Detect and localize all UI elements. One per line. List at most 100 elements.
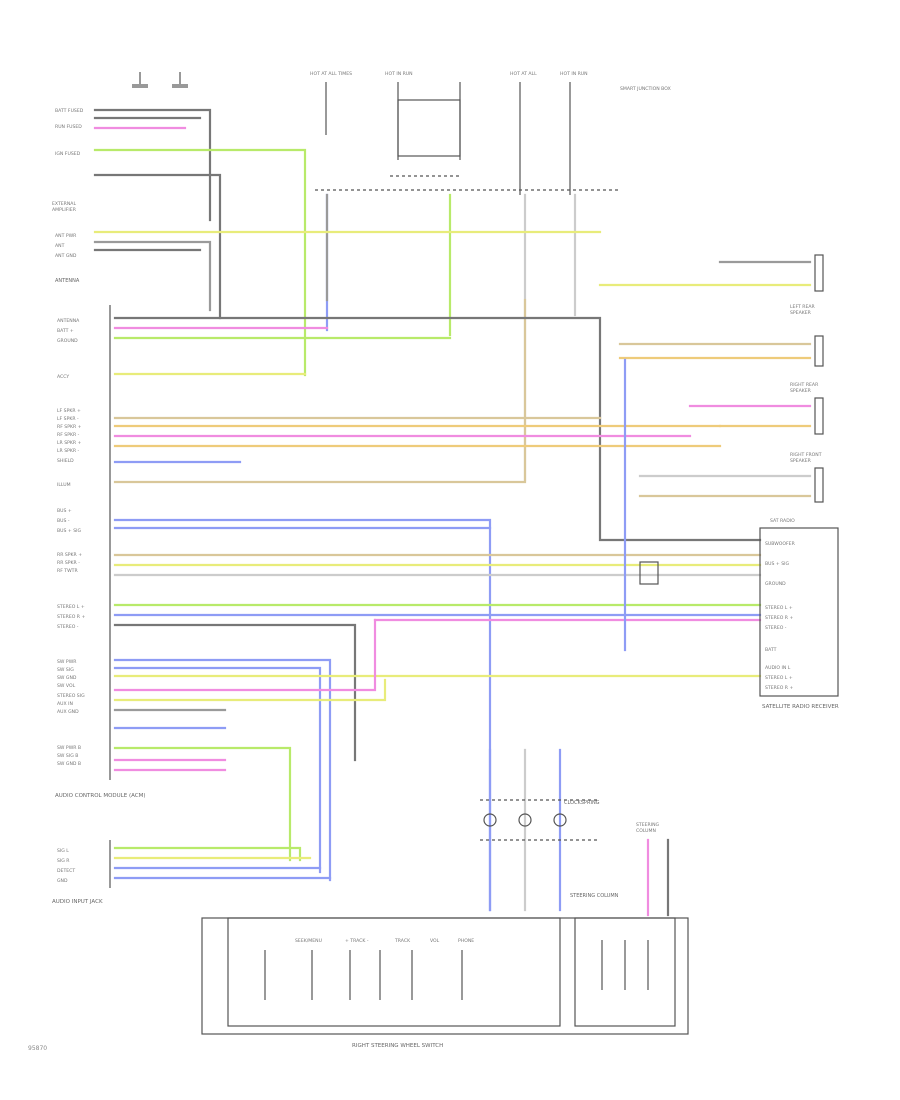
svg-text:STEREO R +: STEREO R + xyxy=(57,614,85,620)
svg-text:ANT PWR: ANT PWR xyxy=(55,233,77,239)
satellite-radio-receiver: SAT RADIO SUBWOOFER BUS + SIG GROUND STE… xyxy=(639,518,839,710)
svg-text:SPEAKER: SPEAKER xyxy=(790,458,812,464)
svg-text:DETECT: DETECT xyxy=(57,868,75,874)
clockspring-section: CLOCKSPRING STEERING COLUMN STEERING COL… xyxy=(480,748,670,917)
clockspring-node-1 xyxy=(483,813,497,827)
svg-text:STEREO L +: STEREO L + xyxy=(765,605,793,611)
speaker-connector-3 xyxy=(814,397,824,435)
svg-text:STEREO -: STEREO - xyxy=(765,625,787,631)
svg-text:LF SPKR -: LF SPKR - xyxy=(57,416,79,422)
svg-text:HOT AT ALL: HOT AT ALL xyxy=(510,71,537,77)
svg-text:HOT IN RUN: HOT IN RUN xyxy=(560,71,588,77)
svg-text:STEREO R +: STEREO R + xyxy=(765,615,793,621)
power-distribution: HOT AT ALL TIMES HOT IN RUN HOT AT ALL H… xyxy=(132,71,671,195)
svg-text:SW PWR: SW PWR xyxy=(57,659,77,665)
svg-text:SW GND: SW GND xyxy=(57,675,77,681)
svg-text:RUN FUSED: RUN FUSED xyxy=(55,124,82,130)
svg-text:SUBWOOFER: SUBWOOFER xyxy=(765,541,796,547)
svg-text:HOT AT ALL TIMES: HOT AT ALL TIMES xyxy=(310,71,352,77)
svg-text:SW SIG: SW SIG xyxy=(57,667,74,673)
satellite-radio-box xyxy=(759,527,839,697)
svg-text:SW GND B: SW GND B xyxy=(57,761,81,767)
svg-text:STEERING: STEERING xyxy=(636,822,660,828)
svg-text:AUX IN: AUX IN xyxy=(57,701,73,707)
svg-text:BUS + SIG: BUS + SIG xyxy=(57,528,81,534)
black-harness-2 xyxy=(113,623,357,762)
vertical-feeds xyxy=(325,193,577,482)
relay-box xyxy=(397,99,461,157)
antenna-label: ANTENNA xyxy=(55,278,80,284)
swc-aux xyxy=(574,917,676,1027)
svg-text:RF SPKR -: RF SPKR - xyxy=(57,432,80,438)
svg-text:STEREO R +: STEREO R + xyxy=(765,685,793,691)
yellow-harness-4 xyxy=(113,678,387,702)
svg-text:ILLUM: ILLUM xyxy=(57,482,71,488)
steering-wheel-switch: SEEK/MENU + TRACK - TRACK VOL PHONE RIGH… xyxy=(201,917,689,1049)
swc-main xyxy=(227,917,561,1027)
svg-text:BATT: BATT xyxy=(765,647,777,653)
svg-text:RF TWTR: RF TWTR xyxy=(57,568,78,574)
svg-text:EXTERNAL: EXTERNAL xyxy=(52,201,76,207)
splice-box xyxy=(639,561,659,585)
speakers: LEFT REAR SPEAKER RIGHT REAR SPEAKER RIG… xyxy=(598,254,824,652)
svg-text:+ TRACK -: + TRACK - xyxy=(345,938,369,944)
svg-text:ANT: ANT xyxy=(55,243,65,249)
aux-green xyxy=(113,846,302,862)
svg-text:RIGHT REAR: RIGHT REAR xyxy=(790,382,819,388)
swc-label: RIGHT STEERING WHEEL SWITCH xyxy=(352,1043,443,1049)
speaker-connector-1 xyxy=(814,254,824,292)
svg-text:SIG R: SIG R xyxy=(57,858,70,864)
svg-text:STEREO SIG: STEREO SIG xyxy=(57,693,85,699)
svg-text:AUDIO IN L: AUDIO IN L xyxy=(765,665,791,671)
svg-text:LR SPKR +: LR SPKR + xyxy=(57,440,82,446)
pink-harness-4 xyxy=(113,618,377,692)
svg-text:SW VOL: SW VOL xyxy=(57,683,76,689)
speaker-connector-4 xyxy=(814,467,824,503)
svg-text:AUX GND: AUX GND xyxy=(57,709,79,715)
svg-text:SAT RADIO: SAT RADIO xyxy=(770,518,795,524)
black-wire-antenna xyxy=(93,173,222,320)
svg-text:STEREO L +: STEREO L + xyxy=(765,675,793,681)
svg-text:BUS -: BUS - xyxy=(57,518,70,524)
svg-text:SPEAKER: SPEAKER xyxy=(790,310,812,316)
svg-text:IGN FUSED: IGN FUSED xyxy=(55,151,81,157)
svg-text:HOT IN RUN: HOT IN RUN xyxy=(385,71,413,77)
satellite-radio-label: SATELLITE RADIO RECEIVER xyxy=(762,704,839,710)
svg-text:BUS + SIG: BUS + SIG xyxy=(765,561,789,567)
svg-text:PHONE: PHONE xyxy=(458,938,474,944)
svg-text:GROUND: GROUND xyxy=(765,581,786,587)
svg-text:RR SPKR -: RR SPKR - xyxy=(57,560,80,566)
top-left-connectors: BATT FUSED RUN FUSED IGN FUSED EXTERNAL … xyxy=(52,108,602,377)
ground-symbol-2 xyxy=(172,84,188,88)
svg-text:ANT GND: ANT GND xyxy=(55,253,77,259)
svg-text:BATT FUSED: BATT FUSED xyxy=(55,108,84,114)
svg-text:COLUMN: COLUMN xyxy=(636,828,656,834)
clockspring-label: CLOCKSPRING xyxy=(564,800,600,806)
clockspring-node-2 xyxy=(518,813,532,827)
swc-outer xyxy=(201,917,689,1035)
ground-symbol-1 xyxy=(132,84,148,88)
svg-text:AMPLIFIER: AMPLIFIER xyxy=(52,207,77,213)
svg-text:LF SPKR +: LF SPKR + xyxy=(57,408,81,414)
svg-text:GROUND: GROUND xyxy=(57,338,78,344)
svg-text:GND: GND xyxy=(57,878,68,884)
svg-text:STEREO -: STEREO - xyxy=(57,624,79,630)
svg-text:RF SPKR +: RF SPKR + xyxy=(57,424,82,430)
audio-input-jack: SIG L SIG R DETECT GND AUDIO INPUT JACK xyxy=(52,840,332,905)
green-harness-3 xyxy=(113,746,292,862)
svg-text:SHIELD: SHIELD xyxy=(57,458,74,464)
svg-text:LR SPKR -: LR SPKR - xyxy=(57,448,80,454)
blue-harness xyxy=(113,518,492,912)
svg-text:STEREO L +: STEREO L + xyxy=(57,604,85,610)
svg-text:ACCY: ACCY xyxy=(57,374,69,380)
svg-text:LEFT REAR: LEFT REAR xyxy=(790,304,816,310)
blue-harness-5 xyxy=(113,666,322,874)
svg-text:RIGHT FRONT: RIGHT FRONT xyxy=(790,452,822,458)
svg-text:SIG L: SIG L xyxy=(57,848,69,854)
acm-label: AUDIO CONTROL MODULE (ACM) xyxy=(55,793,146,799)
steering-column-label: STEERING COLUMN xyxy=(570,893,619,899)
svg-text:ANTENNA: ANTENNA xyxy=(57,318,80,324)
svg-text:RR SPKR +: RR SPKR + xyxy=(57,552,82,558)
